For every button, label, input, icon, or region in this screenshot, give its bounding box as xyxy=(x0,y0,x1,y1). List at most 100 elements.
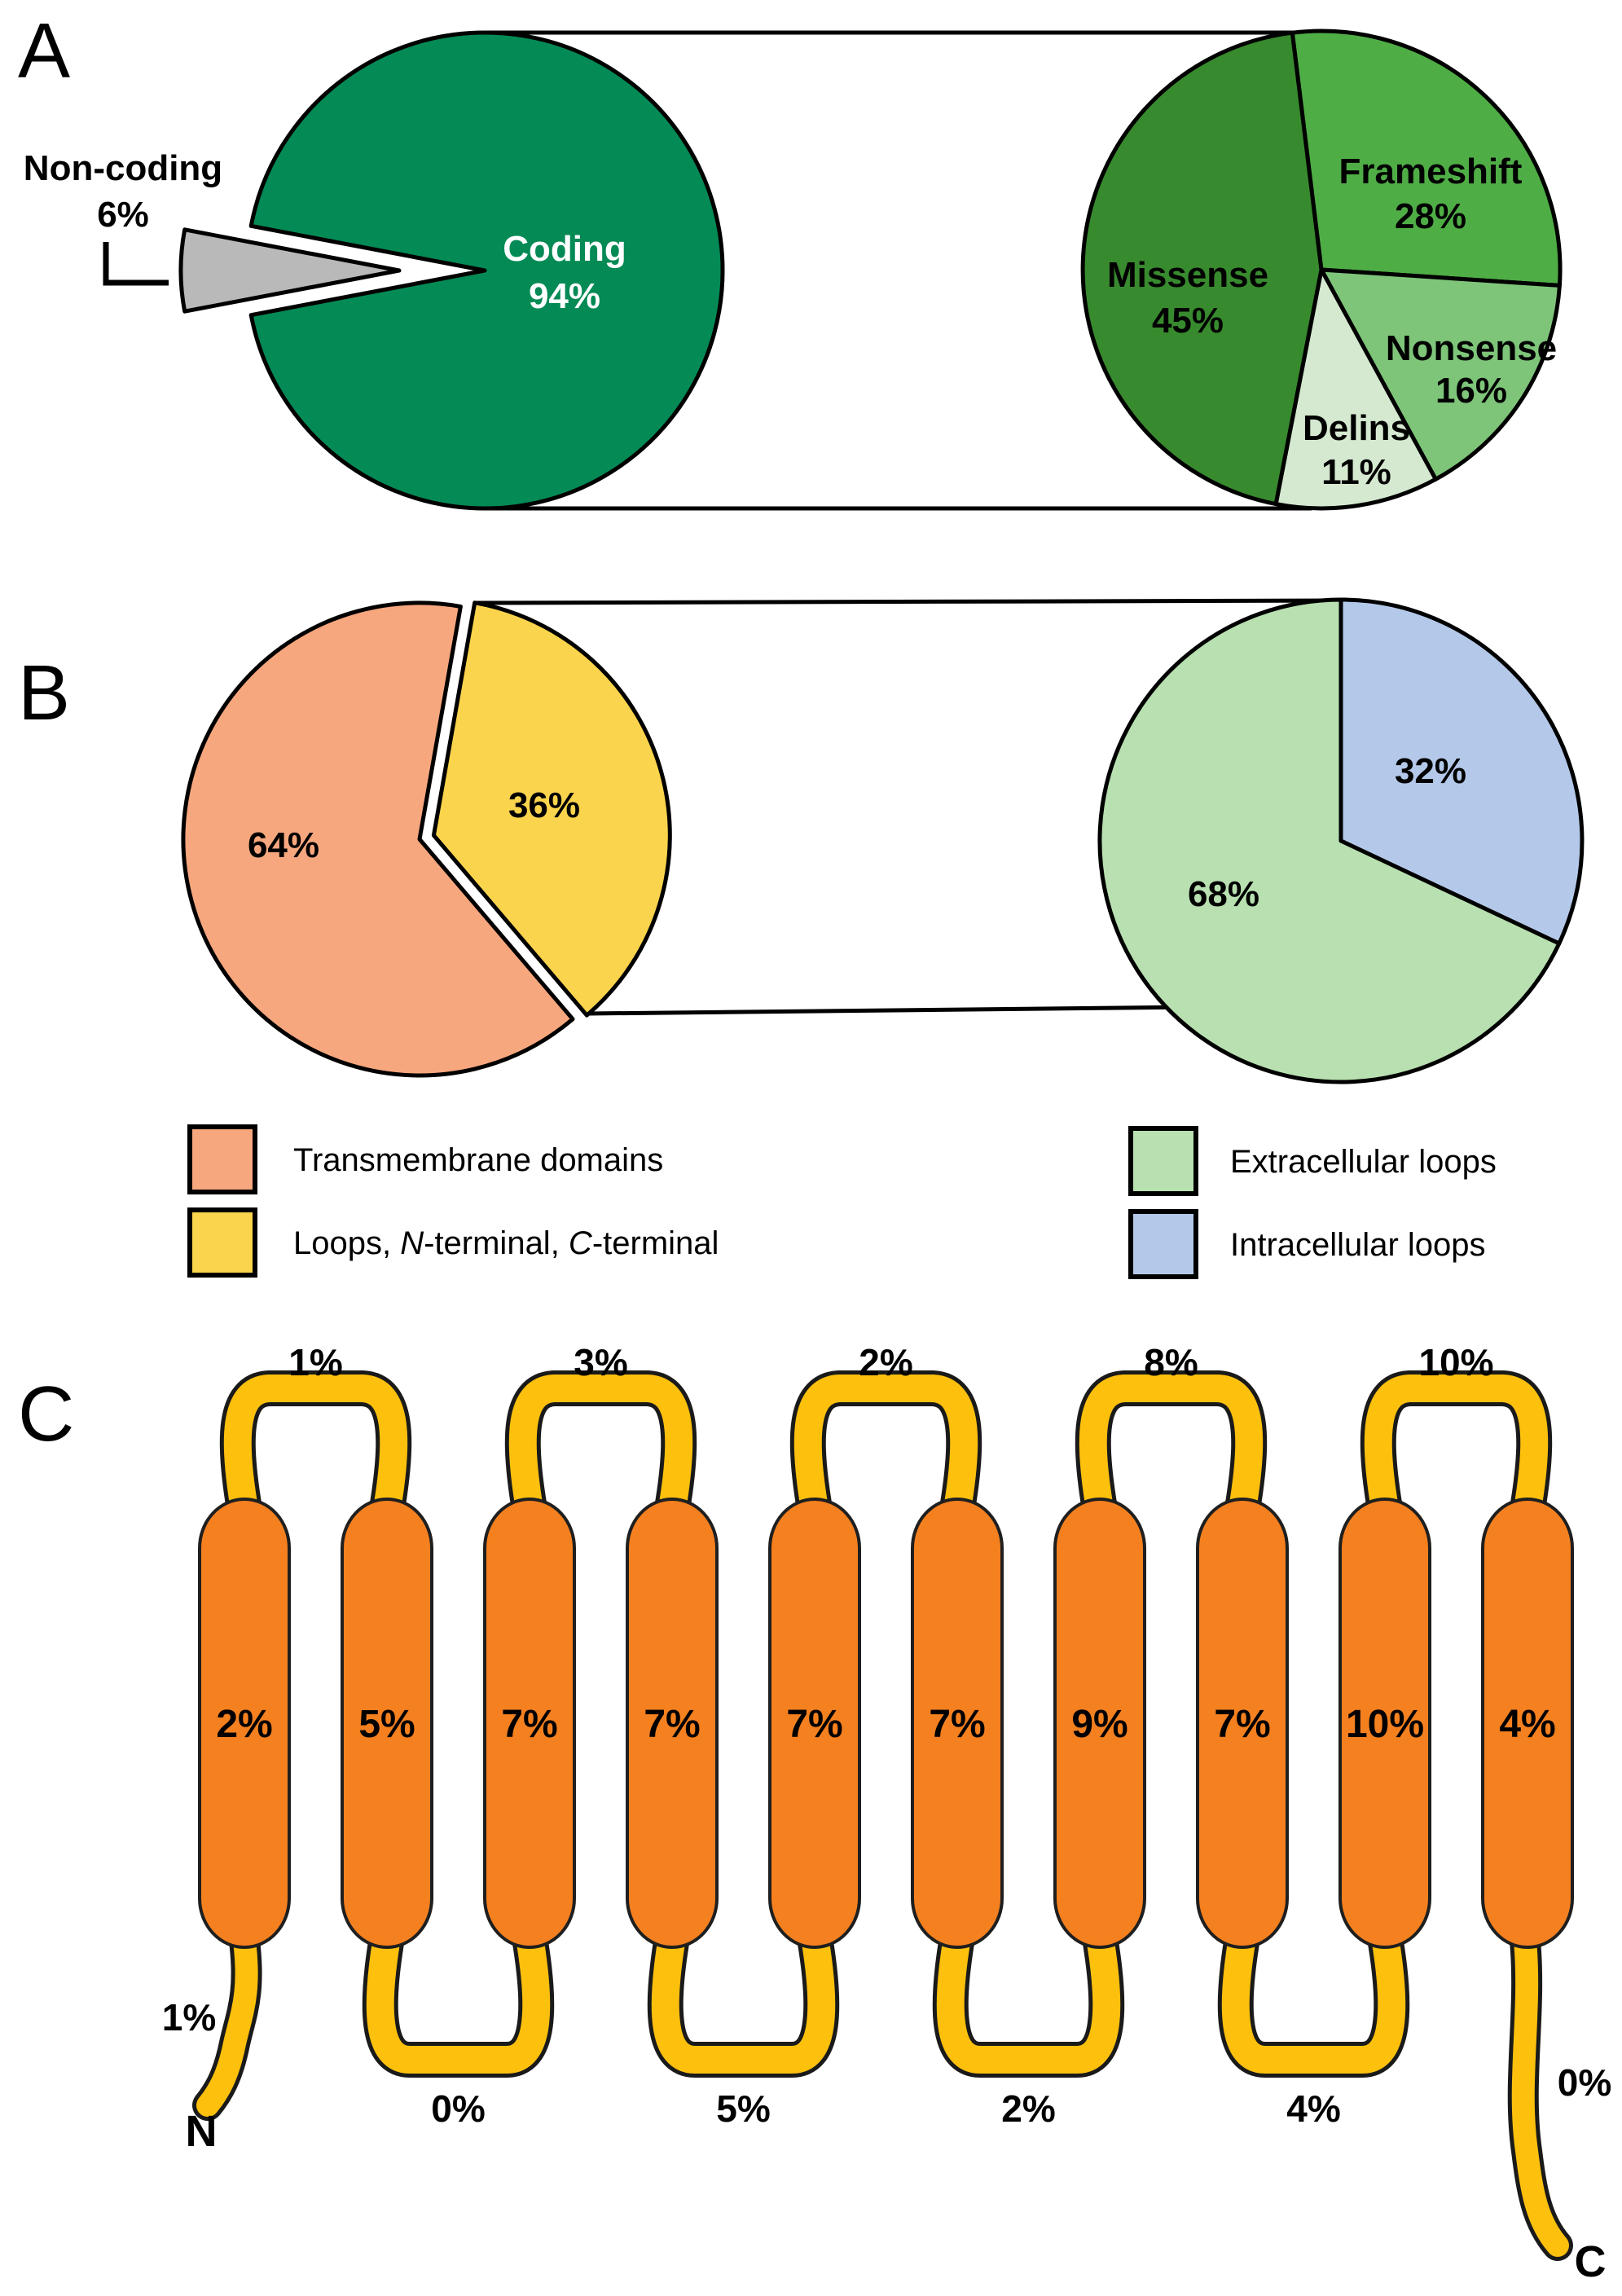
extracellular-loop-label-4: 8% xyxy=(1144,1341,1198,1383)
tm-domain-1 xyxy=(198,1498,291,1949)
intracellular-loop-4-outline xyxy=(1217,1934,1410,2078)
extracellular-loop-label-2: 3% xyxy=(574,1341,627,1383)
intracellular-loop-label-4: 4% xyxy=(1286,2087,1340,2130)
tm-domain-5 xyxy=(768,1498,861,1949)
intracellular-loop-label-3: 2% xyxy=(1001,2087,1055,2130)
tm-domain-2 xyxy=(341,1498,433,1949)
n-terminal-letter: N xyxy=(186,2107,218,2156)
n-terminal-tail xyxy=(196,1929,258,2117)
slice-label-frameshift: Frameshift xyxy=(1339,152,1523,191)
slice-pct-delins: 11% xyxy=(1321,452,1391,492)
tm-domain-4 xyxy=(626,1498,719,1949)
intracellular-loop-2 xyxy=(651,1935,836,2074)
pie-slice-loops-n-terminal-c-terminal xyxy=(431,600,672,1018)
tm-domain-label-10: 4% xyxy=(1499,1703,1555,1746)
tm-domain-label-2: 5% xyxy=(358,1703,415,1746)
extracellular-loop-4 xyxy=(1079,1375,1264,1511)
n-terminal-pct: 1% xyxy=(162,1996,216,2039)
pie-slice-non-coding xyxy=(178,227,402,314)
tm-domain-6 xyxy=(911,1498,1004,1949)
slice-pct-extracellular: 68% xyxy=(1188,874,1259,914)
slice-label-delins: Delins xyxy=(1303,408,1410,448)
tm-domain-label-5: 7% xyxy=(786,1703,842,1746)
slice-label-non-coding: Non-coding xyxy=(24,148,222,188)
c-terminal-pct: 0% xyxy=(1558,2061,1611,2104)
slice-pct-loops-terminal: 36% xyxy=(508,785,580,825)
tm-domain-7 xyxy=(1053,1498,1146,1949)
legend-label-part: Intracellular loops xyxy=(1230,1227,1486,1263)
intracellular-loop-2-outline xyxy=(647,1934,840,2078)
extracellular-loop-label-1: 1% xyxy=(288,1341,342,1383)
pie-slice-missense xyxy=(1080,30,1324,507)
pie-coding-mutation-types xyxy=(1080,29,1563,511)
legend-swatch-intracellular xyxy=(1128,1209,1198,1279)
extracellular-loop-label-3: 2% xyxy=(859,1341,912,1383)
intracellular-loop-label-2: 5% xyxy=(716,2087,770,2130)
legend-label-part: Transmembrane domains xyxy=(293,1142,663,1178)
extracellular-loop-3 xyxy=(793,1375,978,1511)
slice-label-nonsense: Nonsense xyxy=(1386,328,1557,368)
legend-label-extracellular: Extracellular loops xyxy=(1230,1144,1497,1180)
pie-slice-transmembrane-domains xyxy=(181,600,575,1078)
extracellular-loop-1-outline xyxy=(219,1370,412,1512)
intracellular-loop-1-outline xyxy=(362,1934,555,2078)
tm-domain-label-4: 7% xyxy=(644,1703,700,1746)
slice-label-missense: Missense xyxy=(1107,255,1268,295)
slice-label-coding: Coding xyxy=(503,229,626,269)
extracellular-loop-5 xyxy=(1364,1375,1549,1511)
legend-label-transmembrane: Transmembrane domains xyxy=(293,1142,663,1178)
zoom-connector-b-top xyxy=(473,598,1345,605)
tm-domain-label-3: 7% xyxy=(501,1703,557,1746)
legend-label-part-italic-c: C xyxy=(569,1225,593,1261)
intracellular-loop-3 xyxy=(936,1935,1121,2074)
pie-slice-coding xyxy=(248,30,725,511)
legend-label-part: Extracellular loops xyxy=(1230,1144,1497,1180)
slice-pct-nonsense: 16% xyxy=(1435,371,1507,411)
protein-topology-diagram: 2%5%7%7%7%7%9%7%10%4%1%3%2%8%10%0%5%2%4%… xyxy=(162,1341,1611,2286)
legend-label-intracellular: Intracellular loops xyxy=(1230,1227,1486,1263)
tm-domain-10 xyxy=(1481,1498,1574,1949)
extracellular-loop-2-outline xyxy=(504,1370,697,1512)
tm-domain-label-6: 7% xyxy=(929,1703,985,1746)
slice-pct-non-coding: 6% xyxy=(97,195,149,235)
legend-label-loops-terminal: Loops, N-terminal, C-terminal xyxy=(293,1225,719,1261)
extracellular-loop-3-outline xyxy=(789,1370,982,1512)
tm-domain-8 xyxy=(1196,1498,1289,1949)
slice-pct-coding: 94% xyxy=(529,276,600,316)
tm-domain-3 xyxy=(483,1498,576,1949)
legend-label-part: -terminal xyxy=(592,1225,719,1261)
legend-label-part: Loops, xyxy=(293,1225,400,1261)
tm-domain-label-8: 7% xyxy=(1214,1703,1270,1746)
intracellular-loop-3-outline xyxy=(932,1934,1125,2078)
slice-pct-transmembrane: 64% xyxy=(248,825,319,865)
non-coding-leader-line xyxy=(103,242,169,286)
legend: Transmembrane domains Loops, N-terminal,… xyxy=(187,1124,1497,1279)
panel-label-a: A xyxy=(18,7,70,95)
legend-swatch-transmembrane xyxy=(187,1124,257,1194)
tm-domain-label-9: 10% xyxy=(1346,1703,1424,1746)
extracellular-loop-1 xyxy=(223,1375,408,1511)
legend-swatch-extracellular xyxy=(1128,1126,1198,1196)
intracellular-loop-4 xyxy=(1221,1935,1406,2074)
pie-slice-intracellular-loops xyxy=(1338,597,1585,946)
pie-slice-delins xyxy=(1273,267,1438,511)
pie-mutation-location xyxy=(178,30,725,511)
pie-loop-locations xyxy=(1097,597,1585,1084)
slice-pct-intracellular: 32% xyxy=(1395,751,1466,791)
intracellular-loop-1 xyxy=(366,1935,551,2074)
slice-pct-missense: 45% xyxy=(1152,301,1224,341)
pie-slice-extracellular-loops xyxy=(1097,597,1562,1084)
c-terminal-tail xyxy=(1511,1929,1569,2257)
pie-slice-nonsense xyxy=(1319,267,1562,482)
legend-swatch-loops-terminal xyxy=(187,1207,257,1278)
slice-pct-frameshift: 28% xyxy=(1395,196,1466,236)
legend-label-part: -terminal, xyxy=(424,1225,569,1261)
c-terminal-letter: C xyxy=(1575,2237,1607,2286)
tm-domain-label-7: 9% xyxy=(1071,1703,1127,1746)
pie-protein-regions xyxy=(181,600,672,1078)
panel-label-c: C xyxy=(18,1370,74,1458)
extracellular-loop-4-outline xyxy=(1075,1370,1268,1512)
tm-domain-9 xyxy=(1338,1498,1431,1949)
